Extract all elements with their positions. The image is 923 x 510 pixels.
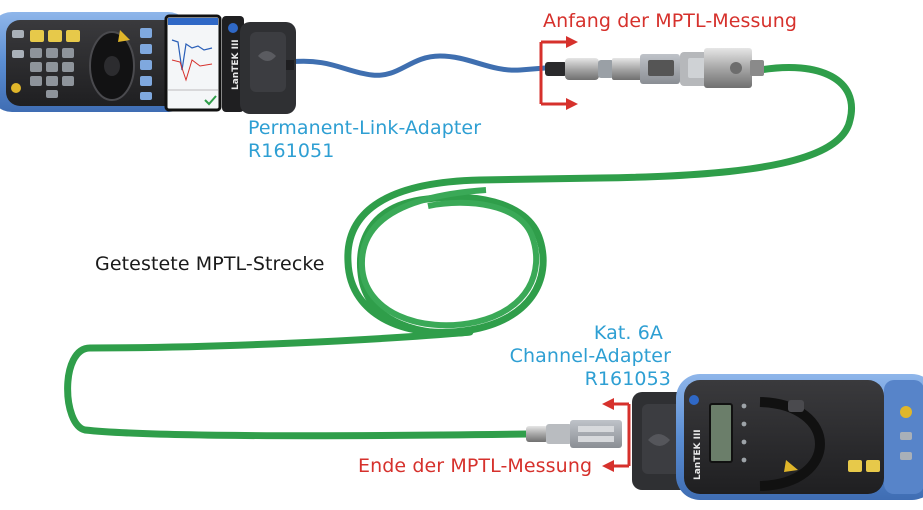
permanent-link-adapter-part-number: R161051	[248, 140, 335, 162]
main-unit-side-buttons	[140, 28, 152, 100]
main-unit-keypad	[11, 30, 80, 98]
end-rj45-plug	[526, 420, 622, 448]
remote-unit-face	[684, 380, 884, 494]
tested-link-label: Getestete MPTL-Strecke	[95, 253, 325, 275]
channel-adapter-part-number: R161053	[584, 368, 671, 390]
main-unit-brand: LanTEK III	[231, 39, 241, 90]
main-tester-unit: LanTEK III	[0, 12, 296, 114]
main-unit-screen	[164, 14, 222, 112]
remote-unit-leds	[741, 403, 747, 463]
end-measurement-label: Ende der MPTL-Messung	[358, 455, 593, 477]
remote-unit-display	[709, 403, 733, 463]
tested-mptl-cable	[64, 63, 855, 440]
channel-adapter-label: Channel-Adapter	[509, 345, 671, 367]
remote-unit-brand: LanTEK III	[693, 429, 703, 480]
remote-unit-buttons	[848, 406, 912, 472]
start-measurement-marker	[539, 36, 578, 110]
remote-unit-navpad	[759, 397, 825, 491]
remote-tester-unit: LanTEK III	[632, 374, 923, 500]
channel-adapter-category-label: Kat. 6A	[593, 322, 663, 344]
start-connector-assembly	[545, 48, 764, 88]
permanent-link-adapter-label: Permanent-Link-Adapter	[248, 117, 482, 139]
start-measurement-label: Anfang der MPTL-Messung	[543, 10, 798, 32]
end-measurement-marker	[602, 398, 631, 472]
patch-cable-blue	[287, 53, 548, 78]
